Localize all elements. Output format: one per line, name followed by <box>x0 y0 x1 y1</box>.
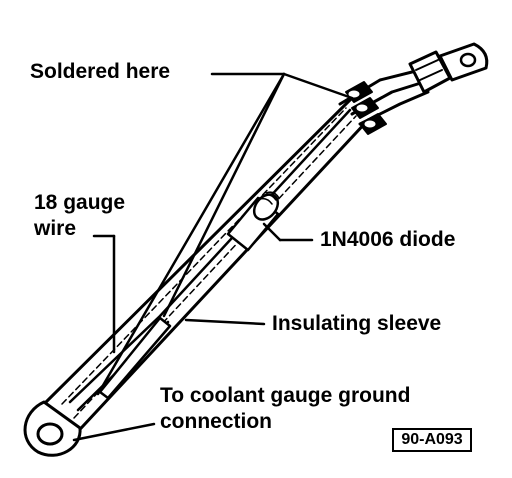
top-connectors <box>338 42 489 135</box>
label-coolant-line2: connection <box>160 410 273 433</box>
leader-lines <box>72 72 354 442</box>
label-wire-line1: 18 gauge <box>34 191 126 214</box>
label-soldered-here: Soldered here <box>30 60 171 83</box>
ring-terminal <box>23 400 82 457</box>
diode-body <box>226 191 280 252</box>
label-coolant-line1: To coolant gauge ground <box>160 384 411 407</box>
figure-code: 90-A093 <box>392 428 472 452</box>
label-insulating-sleeve: Insulating sleeve <box>272 312 442 335</box>
label-wire-line2: wire <box>34 217 77 240</box>
gauge-wire <box>68 108 352 412</box>
label-diode: 1N4006 diode <box>320 228 456 251</box>
sleeve-inner-lines <box>61 107 357 419</box>
